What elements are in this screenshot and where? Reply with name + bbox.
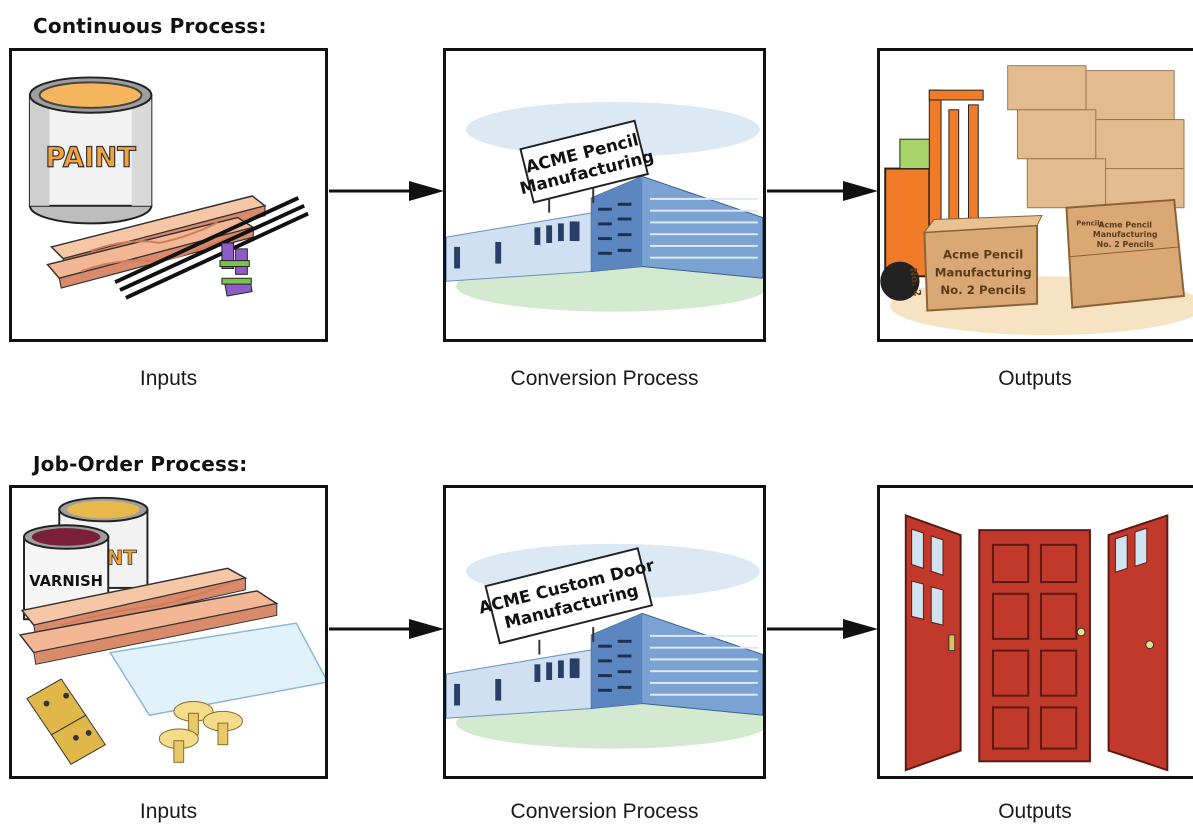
joborder-conversion-panel: ACME Custom Door Manufacturing bbox=[443, 485, 766, 779]
small-box-line2: Manufacturing bbox=[1093, 230, 1158, 239]
joborder-inputs-panel: INT VARNISH bbox=[9, 485, 328, 779]
right-door bbox=[1107, 514, 1169, 772]
forklift-boxes-illustration: No. 2 Acme Pencil Manufacturing No. 2 Pe… bbox=[880, 65, 1193, 336]
paint-label: PAINT bbox=[45, 143, 136, 174]
arrow-inputs-to-conversion-1 bbox=[329, 181, 444, 201]
arrow-conversion-to-outputs-2 bbox=[767, 619, 878, 639]
joborder-outputs-panel bbox=[877, 485, 1193, 779]
joborder-conversion-caption: Conversion Process bbox=[510, 800, 699, 823]
paint-wood-graphite-illustration: PAINT bbox=[28, 76, 309, 300]
continuous-conversion-panel: ACME Pencil Manufacturing bbox=[443, 48, 766, 342]
joborder-outputs-caption: Outputs bbox=[998, 800, 1072, 823]
continuous-outputs-caption: Outputs bbox=[998, 367, 1072, 390]
continuous-conversion-caption: Conversion Process bbox=[510, 367, 699, 390]
continuous-inputs-panel: PAINT bbox=[9, 48, 328, 342]
joborder-inputs-caption: Inputs bbox=[139, 800, 198, 823]
big-box-line3: No. 2 Pencils bbox=[940, 283, 1026, 297]
big-box-line2: Manufacturing bbox=[935, 265, 1032, 279]
big-box-side-line1: No. 2 bbox=[907, 267, 923, 297]
continuous-outputs-panel: No. 2 Acme Pencil Manufacturing No. 2 Pe… bbox=[877, 48, 1193, 342]
center-door bbox=[978, 529, 1091, 763]
arrow-conversion-to-outputs-1 bbox=[767, 181, 878, 201]
door-factory-illustration: ACME Custom Door Manufacturing bbox=[446, 543, 763, 749]
pencil-factory-illustration: ACME Pencil Manufacturing bbox=[446, 101, 763, 312]
varnish-label: VARNISH bbox=[29, 573, 103, 590]
small-box-line3: No. 2 Pencils bbox=[1097, 240, 1154, 249]
big-box-line1: Acme Pencil bbox=[943, 248, 1023, 262]
varnish-wood-hardware-illustration: INT VARNISH bbox=[18, 496, 325, 765]
small-box-line1: Acme Pencil bbox=[1098, 220, 1152, 229]
left-door bbox=[904, 514, 962, 772]
small-box-side-line2: Pencils bbox=[1076, 219, 1103, 227]
doors-illustration bbox=[904, 514, 1169, 772]
continuous-inputs-caption: Inputs bbox=[139, 367, 198, 390]
joborder-process-title: Job-Order Process: bbox=[33, 452, 248, 476]
continuous-process-title: Continuous Process: bbox=[33, 14, 267, 38]
arrow-inputs-to-conversion-2 bbox=[329, 619, 444, 639]
